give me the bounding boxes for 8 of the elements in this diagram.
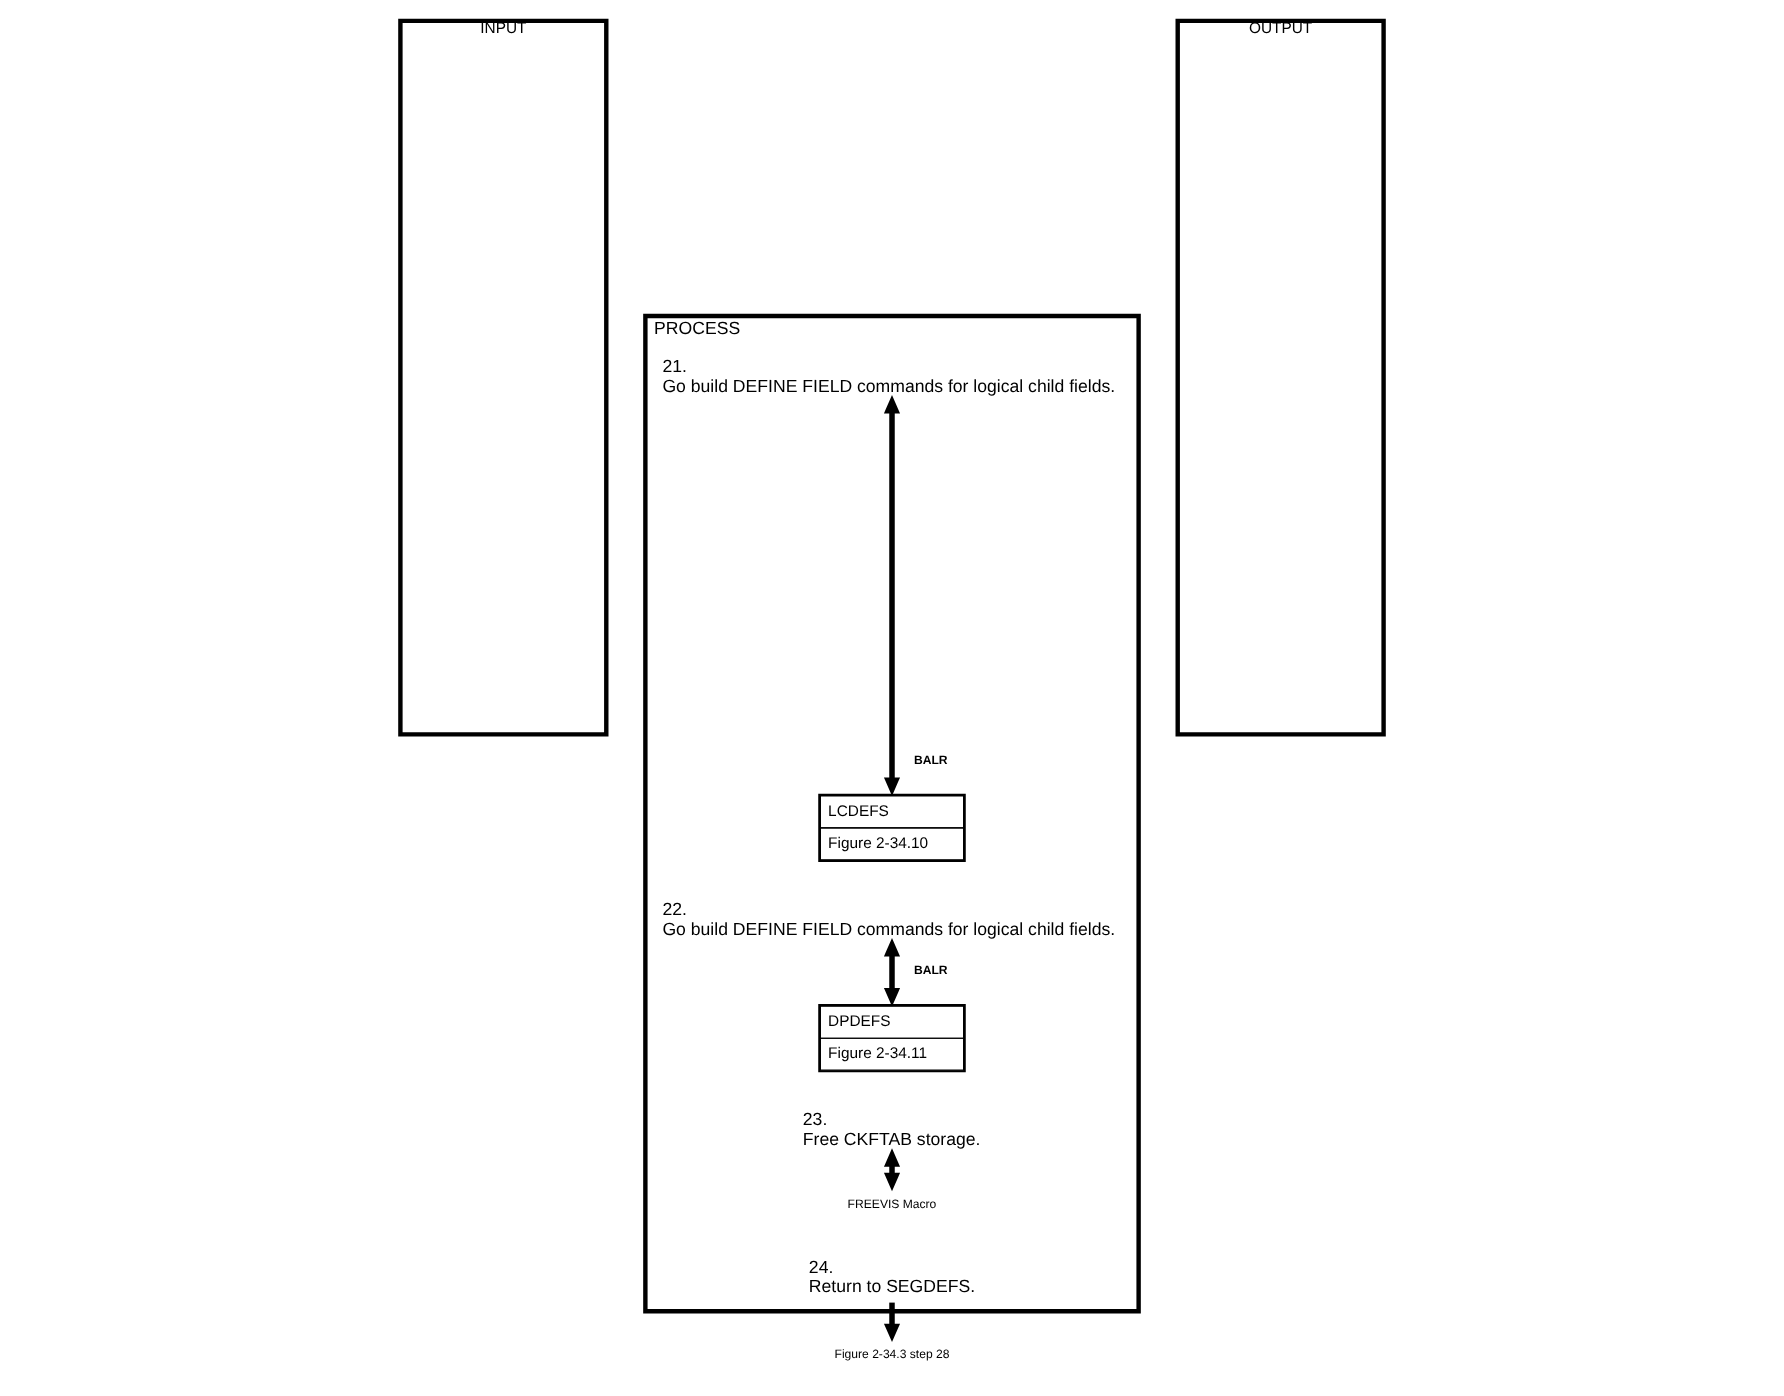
arrow bbox=[883, 395, 901, 796]
node-text: 24. Return to SEGDEFS. bbox=[808, 1256, 976, 1297]
arrow bbox=[883, 1302, 901, 1343]
arrow bbox=[883, 1148, 901, 1192]
node-text: 22. Go build DEFINE FIELD commands for logical child fields. bbox=[662, 898, 1116, 939]
arrow bbox=[883, 938, 901, 1007]
node-text: 23. Free CKFTAB storage. bbox=[802, 1108, 981, 1149]
node-text: 21. Go build DEFINE FIELD commands for logical child fields. bbox=[662, 355, 1116, 396]
